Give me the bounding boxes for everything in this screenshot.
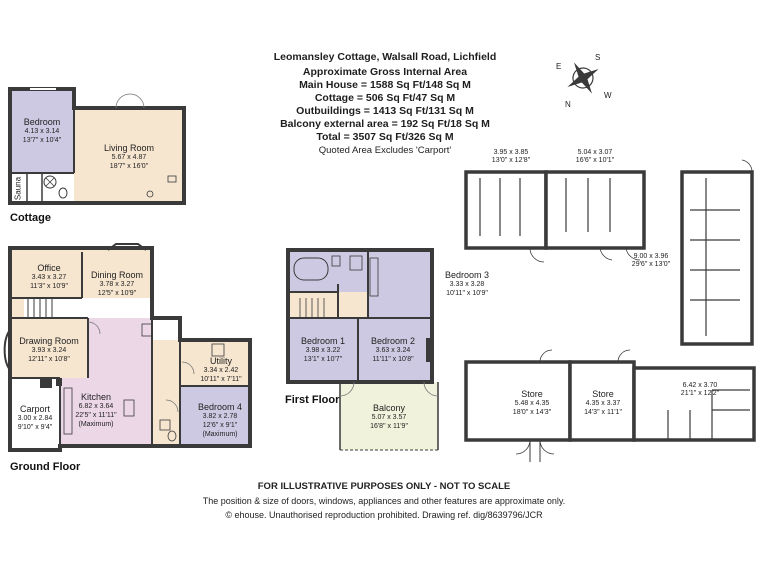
- compass-south: S: [595, 53, 601, 62]
- ground-floor-plan: [3, 243, 252, 452]
- room-bedroom-2: Bedroom 2 3.63 x 3.24 11'11" x 10'8": [370, 336, 416, 364]
- footer-copyright: © ehouse. Unauthorised reproduction proh…: [225, 510, 543, 520]
- room-sauna: Sauna: [13, 176, 23, 201]
- cottage-plan: [8, 87, 186, 205]
- area-outbuildings: Outbuildings = 1413 Sq Ft/131 Sq M: [296, 105, 474, 117]
- first-floor-plan: [286, 248, 439, 451]
- area-balcony: Balcony external area = 192 Sq Ft/18 Sq …: [280, 118, 490, 130]
- compass-west: W: [604, 91, 612, 100]
- room-living-room: Living Room 5.67 x 4.87 18'7" x 16'0": [103, 143, 155, 171]
- area-total: Total = 3507 Sq Ft/326 Sq M: [316, 131, 454, 143]
- cottage-bedroom-area: [10, 89, 74, 173]
- area-main-house: Main House = 1588 Sq Ft/148 Sq M: [299, 79, 471, 91]
- floor-label-ground: Ground Floor: [10, 461, 81, 473]
- area-cottage: Cottage = 506 Sq Ft/47 Sq M: [314, 92, 456, 104]
- room-balcony: Balcony 5.07 x 3.57 16'8" x 11'9": [370, 403, 408, 431]
- living-room-area: [74, 108, 184, 203]
- floor-label-cottage: Cottage: [10, 212, 51, 224]
- footer-position-note: The position & size of doors, windows, a…: [202, 496, 566, 506]
- room-utility: Utility 3.34 x 2.42 10'11" x 7'11": [200, 356, 242, 384]
- room-office: Office 3.43 x 3.27 11'3" x 10'9": [30, 263, 68, 291]
- room-drawing-room: Drawing Room 3.93 x 3.24 12'11" x 10'8": [19, 336, 79, 364]
- compass-east: E: [556, 62, 562, 71]
- room-kitchen: Kitchen 6.82 x 3.64 22'5" x 11'11" (Maxi…: [75, 392, 117, 429]
- property-title: Leomansley Cottage, Walsall Road, Lichfi…: [273, 51, 497, 63]
- room-bedroom-3: Bedroom 3 3.33 x 3.28 10'11" x 10'9": [444, 270, 490, 298]
- compass-north: N: [565, 100, 571, 109]
- room-bedroom-4: Bedroom 4 3.82 x 2.78 12'6" x 9'1" (Maxi…: [197, 402, 243, 439]
- room-bedroom-1: Bedroom 1 3.98 x 3.22 13'1" x 10'7": [300, 336, 346, 364]
- room-cottage-bedroom: Bedroom 4.13 x 3.14 13'7" x 10'4": [22, 117, 62, 145]
- outbuilding-6-dims: 6.42 x 3.70 21'1" x 12'2": [680, 382, 720, 397]
- outbuilding-2-dims: 5.04 x 3.07 16'6" x 10'1": [575, 149, 615, 164]
- outbuilding-3-dims: 9.00 x 3.96 29'6" x 13'0": [631, 253, 671, 268]
- outbuildings-plan: [464, 159, 756, 462]
- footer-disclaimer: FOR ILLUSTRATIVE PURPOSES ONLY - NOT TO …: [257, 481, 511, 492]
- area-note: Quoted Area Excludes 'Carport': [318, 145, 452, 156]
- outbuilding-store-1: Store 5.48 x 4.35 18'0" x 14'3": [512, 389, 552, 417]
- area-heading: Approximate Gross Internal Area: [302, 66, 468, 78]
- floor-label-first: First Floor: [285, 394, 340, 406]
- room-dining-room: Dining Room 3.78 x 3.27 12'5" x 10'9": [90, 270, 144, 298]
- outbuilding-1-dims: 3.95 x 3.85 13'0" x 12'8": [491, 149, 531, 164]
- outbuilding-store-2: Store 4.35 x 3.37 14'3" x 11'1": [584, 389, 622, 417]
- room-carport: Carport 3.00 x 2.84 9'10" x 9'4": [17, 404, 53, 432]
- compass-rose: [567, 62, 599, 94]
